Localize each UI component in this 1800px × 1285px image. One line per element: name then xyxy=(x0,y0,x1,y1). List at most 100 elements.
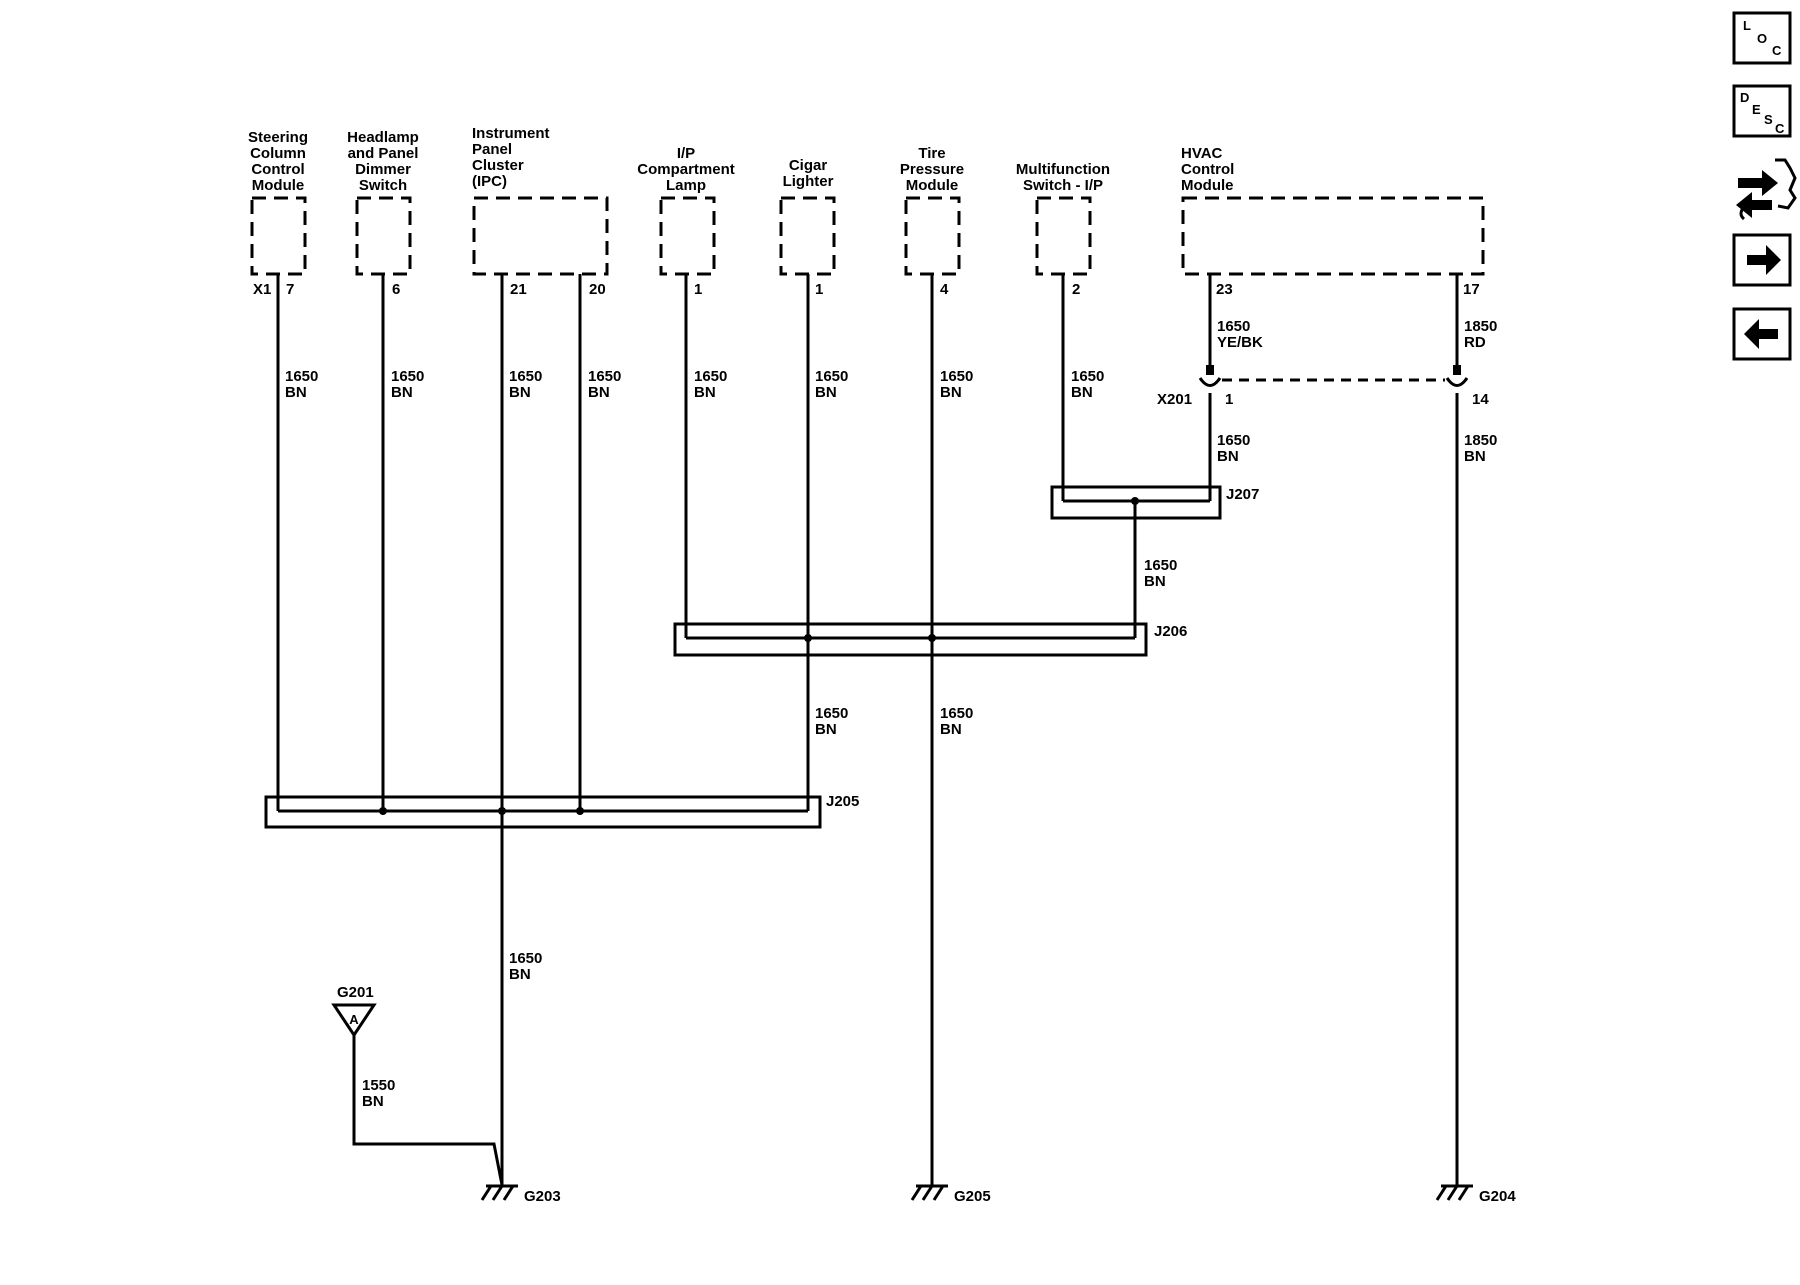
component-multifunction-name: Multifunction Switch - I/P xyxy=(1016,161,1110,194)
connector-x201-pin1-symbol xyxy=(1198,377,1222,387)
svg-text:HVAC: HVAC xyxy=(1181,145,1223,162)
splice-j206: J206 xyxy=(673,622,1187,657)
svg-text:Module: Module xyxy=(252,177,305,194)
ground-g201-letter: A xyxy=(349,1012,359,1027)
splice-j207-dot xyxy=(1131,497,1139,505)
svg-text:Dimmer: Dimmer xyxy=(355,161,411,178)
svg-text:Lamp: Lamp xyxy=(666,177,706,194)
pin-headlamp: 6 xyxy=(392,281,400,298)
svg-text:1850: 1850 xyxy=(1464,318,1497,335)
connector-x201-name: X201 xyxy=(1157,391,1192,408)
svg-text:D: D xyxy=(1740,90,1749,105)
ground-g204-symbol xyxy=(1435,1184,1473,1201)
svg-text:1650: 1650 xyxy=(940,705,973,722)
arrow-right-icon xyxy=(1747,245,1781,275)
svg-text:BN: BN xyxy=(815,384,837,401)
svg-text:BN: BN xyxy=(509,966,531,983)
next-button[interactable] xyxy=(1732,233,1792,287)
svg-text:BN: BN xyxy=(362,1093,384,1110)
svg-text:Panel: Panel xyxy=(472,141,512,158)
previous-button[interactable] xyxy=(1732,307,1792,361)
svg-text:BN: BN xyxy=(391,384,413,401)
component-cigar-box xyxy=(779,196,836,276)
ground-g203: G203 xyxy=(480,1184,561,1205)
svg-text:(IPC): (IPC) xyxy=(472,173,507,190)
splice-j206-dot-cigar xyxy=(804,634,812,642)
connector-swap-button[interactable] xyxy=(1736,158,1797,221)
component-hvac-box xyxy=(1181,196,1485,276)
splice-j207: J207 xyxy=(1050,485,1259,520)
pin-ip-lamp: 1 xyxy=(694,281,702,298)
component-ipc-box xyxy=(472,196,609,276)
svg-text:1850: 1850 xyxy=(1464,432,1497,449)
component-ip-lamp-name: I/P Compartment Lamp xyxy=(637,145,735,194)
ground-g201-symbol xyxy=(331,1003,377,1038)
svg-text:Steering: Steering xyxy=(248,129,308,146)
pin-cigar: 1 xyxy=(815,281,823,298)
component-cigar-name: Cigar Lighter xyxy=(783,157,834,190)
svg-text:C: C xyxy=(1775,121,1785,136)
svg-text:Module: Module xyxy=(906,177,959,194)
component-hvac-name: HVAC Control Module xyxy=(1181,145,1234,194)
ground-g203-label: G203 xyxy=(524,1188,561,1205)
svg-text:1650: 1650 xyxy=(1071,368,1104,385)
svg-text:BN: BN xyxy=(1144,573,1166,590)
component-ipc-name: Instrument Panel Cluster (IPC) xyxy=(472,125,550,190)
component-headlamp-name: Headlamp and Panel Dimmer Switch xyxy=(347,129,419,194)
connector-x201-pin1-terminal xyxy=(1206,365,1214,375)
svg-text:S: S xyxy=(1764,112,1773,127)
svg-text:RD: RD xyxy=(1464,334,1486,351)
svg-text:1650: 1650 xyxy=(588,368,621,385)
svg-text:I/P: I/P xyxy=(677,145,695,162)
connector-x201-pin14-symbol xyxy=(1445,377,1469,387)
svg-text:L: L xyxy=(1743,18,1751,33)
svg-text:BN: BN xyxy=(815,721,837,738)
ground-g205: G205 xyxy=(910,1184,991,1205)
connector-x201-pin14-terminal xyxy=(1453,365,1461,375)
desc-button[interactable]: D E S C xyxy=(1732,84,1792,138)
svg-text:Cigar: Cigar xyxy=(789,157,828,174)
svg-text:1650: 1650 xyxy=(285,368,318,385)
svg-text:BN: BN xyxy=(1464,448,1486,465)
pin-tire: 4 xyxy=(940,281,949,298)
svg-text:Switch: Switch xyxy=(359,177,407,194)
ground-g203-symbol xyxy=(480,1184,518,1201)
svg-text:1650: 1650 xyxy=(1144,557,1177,574)
ground-g201-label: G201 xyxy=(337,984,374,1001)
ground-g205-symbol xyxy=(910,1184,948,1201)
svg-text:BN: BN xyxy=(940,721,962,738)
svg-text:BN: BN xyxy=(1217,448,1239,465)
svg-text:Control: Control xyxy=(1181,161,1234,178)
component-steering-name: Steering Column Control Module xyxy=(248,129,308,194)
svg-text:Tire: Tire xyxy=(918,145,945,162)
svg-text:YE/BK: YE/BK xyxy=(1217,334,1263,351)
splice-j205-dot-ipc xyxy=(498,807,506,815)
svg-text:O: O xyxy=(1757,31,1767,46)
splice-j206-housing xyxy=(673,622,1148,657)
component-headlamp-box xyxy=(355,196,412,276)
splice-j207-label: J207 xyxy=(1226,486,1259,503)
svg-text:1650: 1650 xyxy=(940,368,973,385)
svg-text:C: C xyxy=(1772,43,1782,58)
loc-button[interactable]: L O C xyxy=(1732,11,1792,65)
svg-text:and Panel: and Panel xyxy=(348,145,419,162)
splice-j206-dot-tire xyxy=(928,634,936,642)
svg-text:Cluster: Cluster xyxy=(472,157,524,174)
pin-steering: 7 xyxy=(286,281,294,298)
splice-j205-housing xyxy=(264,795,822,829)
svg-text:Pressure: Pressure xyxy=(900,161,964,178)
